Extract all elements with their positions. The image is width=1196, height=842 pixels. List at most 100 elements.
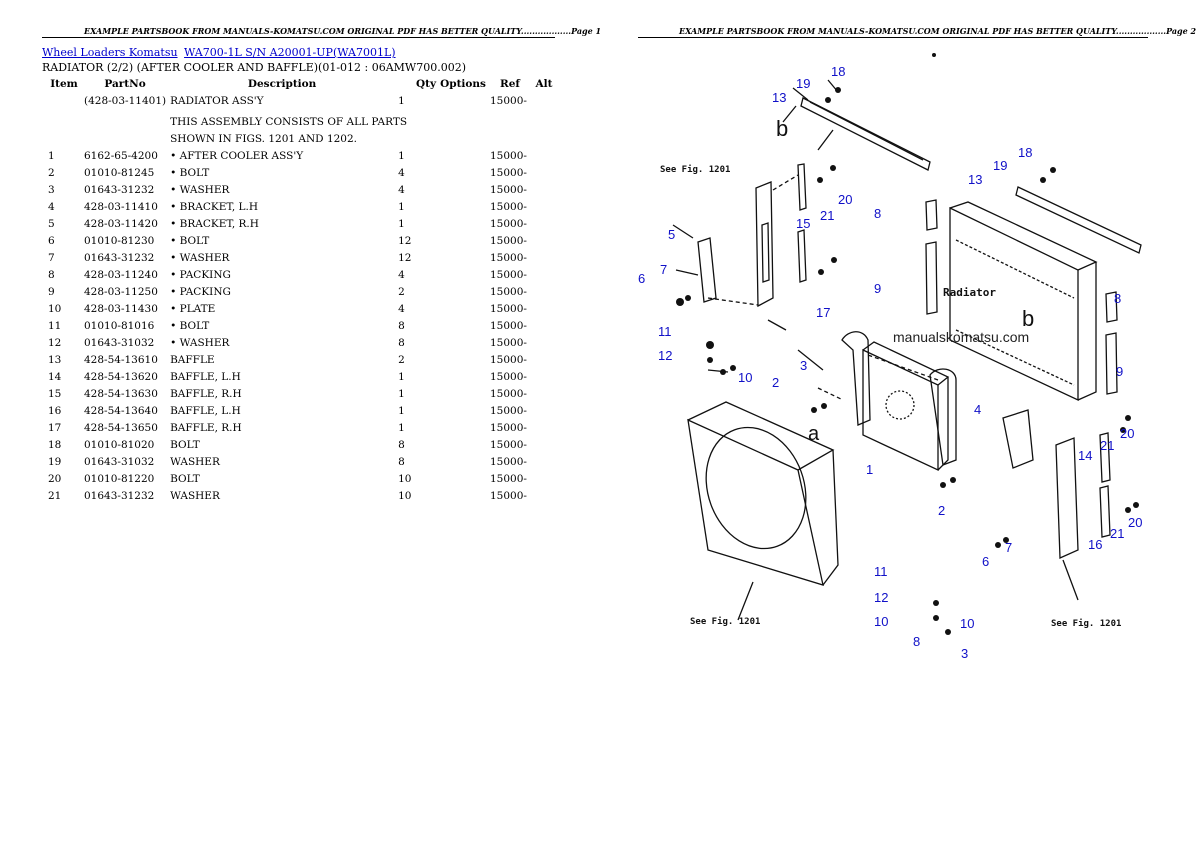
cell-item: 11 [48,319,62,332]
breadcrumb-link-model-family[interactable]: Wheel Loaders Komatsu [42,46,178,59]
cell-alt [532,181,556,198]
cell-item: 2 [48,166,55,179]
cell-alt [532,300,556,317]
exploded-parts-diagram: See Fig. 1201 See Fig. 1201 See Fig. 120… [638,53,1142,661]
table-row-assembly: (428-03-11401) RADIATOR ASS'Y 1 15000- [42,92,556,109]
cell-item: 20 [48,472,62,485]
cell-qty: 1 [398,421,405,434]
cell-description: WASHER [170,489,220,502]
callout-number: 2 [938,503,945,518]
cell-alt [532,351,556,368]
callout-number: 8 [874,206,881,221]
cell-options [438,402,488,419]
cell-alt [532,368,556,385]
cell-description: BOLT [170,438,200,451]
packing-9 [925,241,938,315]
cell-qty: 1 [398,200,405,213]
cell-partno: 428-54-13650 [84,421,158,434]
cell-partno: 428-03-11410 [84,200,158,213]
cell-partno: 01010-81220 [84,472,155,485]
callout-number: 3 [961,646,968,661]
cell-options [438,487,488,504]
page-header-left: EXAMPLE PARTSBOOK FROM MANUALS-KOMATSU.C… [84,26,602,36]
callout-number: 12 [658,348,672,363]
cell-qty: 10 [398,489,412,502]
cell-ref: 15000- [489,217,527,230]
callout-number: 9 [1116,364,1123,379]
cell-qty: 10 [398,472,412,485]
cell-options [438,317,488,334]
callout-number: 14 [1078,448,1092,463]
cell-partno: 01010-81230 [84,234,155,247]
cell-options [438,181,488,198]
cell-options [438,351,488,368]
col-header-ref: Ref [500,78,520,90]
diagram-linework [672,79,1142,621]
col-header-qty: Qty [415,78,437,90]
cell-item: 9 [48,285,55,298]
packing-8 [925,199,938,231]
cell-item: 6 [48,234,55,247]
callout-number: 13 [968,172,982,187]
cell-qty: 8 [398,438,405,451]
cell-ref: 15000- [489,336,527,349]
cell-description: • PACKING [170,285,231,298]
col-header-options: Options [440,78,486,90]
cell-partno: (428-03-11401) [84,94,167,107]
cell-partno: 01010-81020 [84,438,155,451]
callout-number: 3 [800,358,807,373]
watermark: manualskomatsu.com [893,329,1029,345]
fastener-glyphs [676,53,1139,635]
cell-qty: 4 [398,183,405,196]
cell-description: BAFFLE, R.H [170,387,242,400]
callout-number: 7 [660,262,667,277]
cell-description: • WASHER [170,336,230,349]
cell-ref: 15000- [489,94,527,107]
cell-options [438,92,488,109]
assembly-note-line-2: SHOWN IN FIGS. 1201 AND 1202. [170,132,358,145]
cell-ref: 15000- [489,472,527,485]
cell-item: 10 [48,302,62,315]
cell-item: 8 [48,268,55,281]
callout-number: 18 [831,64,845,79]
callout-number: 6 [638,271,645,286]
cell-options [438,283,488,300]
cell-qty: 2 [398,353,405,366]
cell-alt [532,317,556,334]
col-header-description: Description [247,78,317,90]
fan-ring [705,426,807,550]
callout-number: 2 [772,375,779,390]
cell-ref: 15000- [489,455,527,468]
cell-partno: 6162-65-4200 [84,149,158,162]
cell-partno: 428-54-13640 [84,404,158,417]
table-note-row: THIS ASSEMBLY CONSISTS OF ALL PARTS [42,109,556,130]
cell-ref: 15000- [489,353,527,366]
col-header-alt: Alt [535,78,553,90]
cell-alt [532,487,556,504]
cell-item: 3 [48,183,55,196]
cell-alt [532,147,556,164]
header-rule-right [638,37,1148,38]
breadcrumb-link-model[interactable]: WA700-1L S/N A20001-UP(WA7001L) [184,46,396,59]
cell-alt [532,334,556,351]
cell-partno: 428-03-11430 [84,302,158,315]
cell-item: 13 [48,353,62,366]
see-fig-label: See Fig. 1201 [1051,618,1121,629]
after-cooler-grille [885,390,915,420]
breadcrumb: Wheel Loaders Komatsu WA700-1L S/N A2000… [42,46,396,59]
cell-partno: 428-54-13620 [84,370,158,383]
parts-table: Item PartNo Description Qty Options Ref … [42,76,556,504]
cell-alt [532,164,556,181]
cell-partno: 01010-81016 [84,319,155,332]
cell-item: 5 [48,217,55,230]
cell-item: 15 [48,387,62,400]
callout-number: 13 [772,90,786,105]
cell-qty: 8 [398,455,405,468]
